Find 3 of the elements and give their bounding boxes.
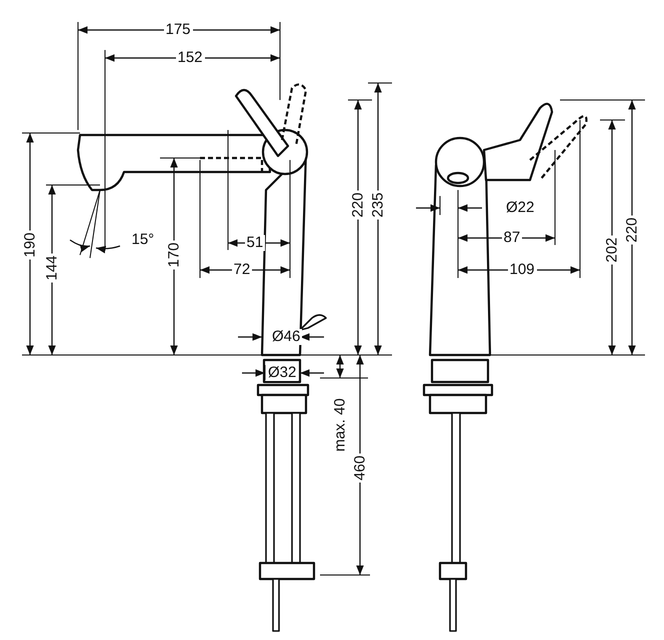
dimension-value: 51 — [244, 235, 266, 251]
dimension-value: Ø32 — [266, 365, 298, 381]
dimension-value: Ø46 — [270, 329, 302, 345]
